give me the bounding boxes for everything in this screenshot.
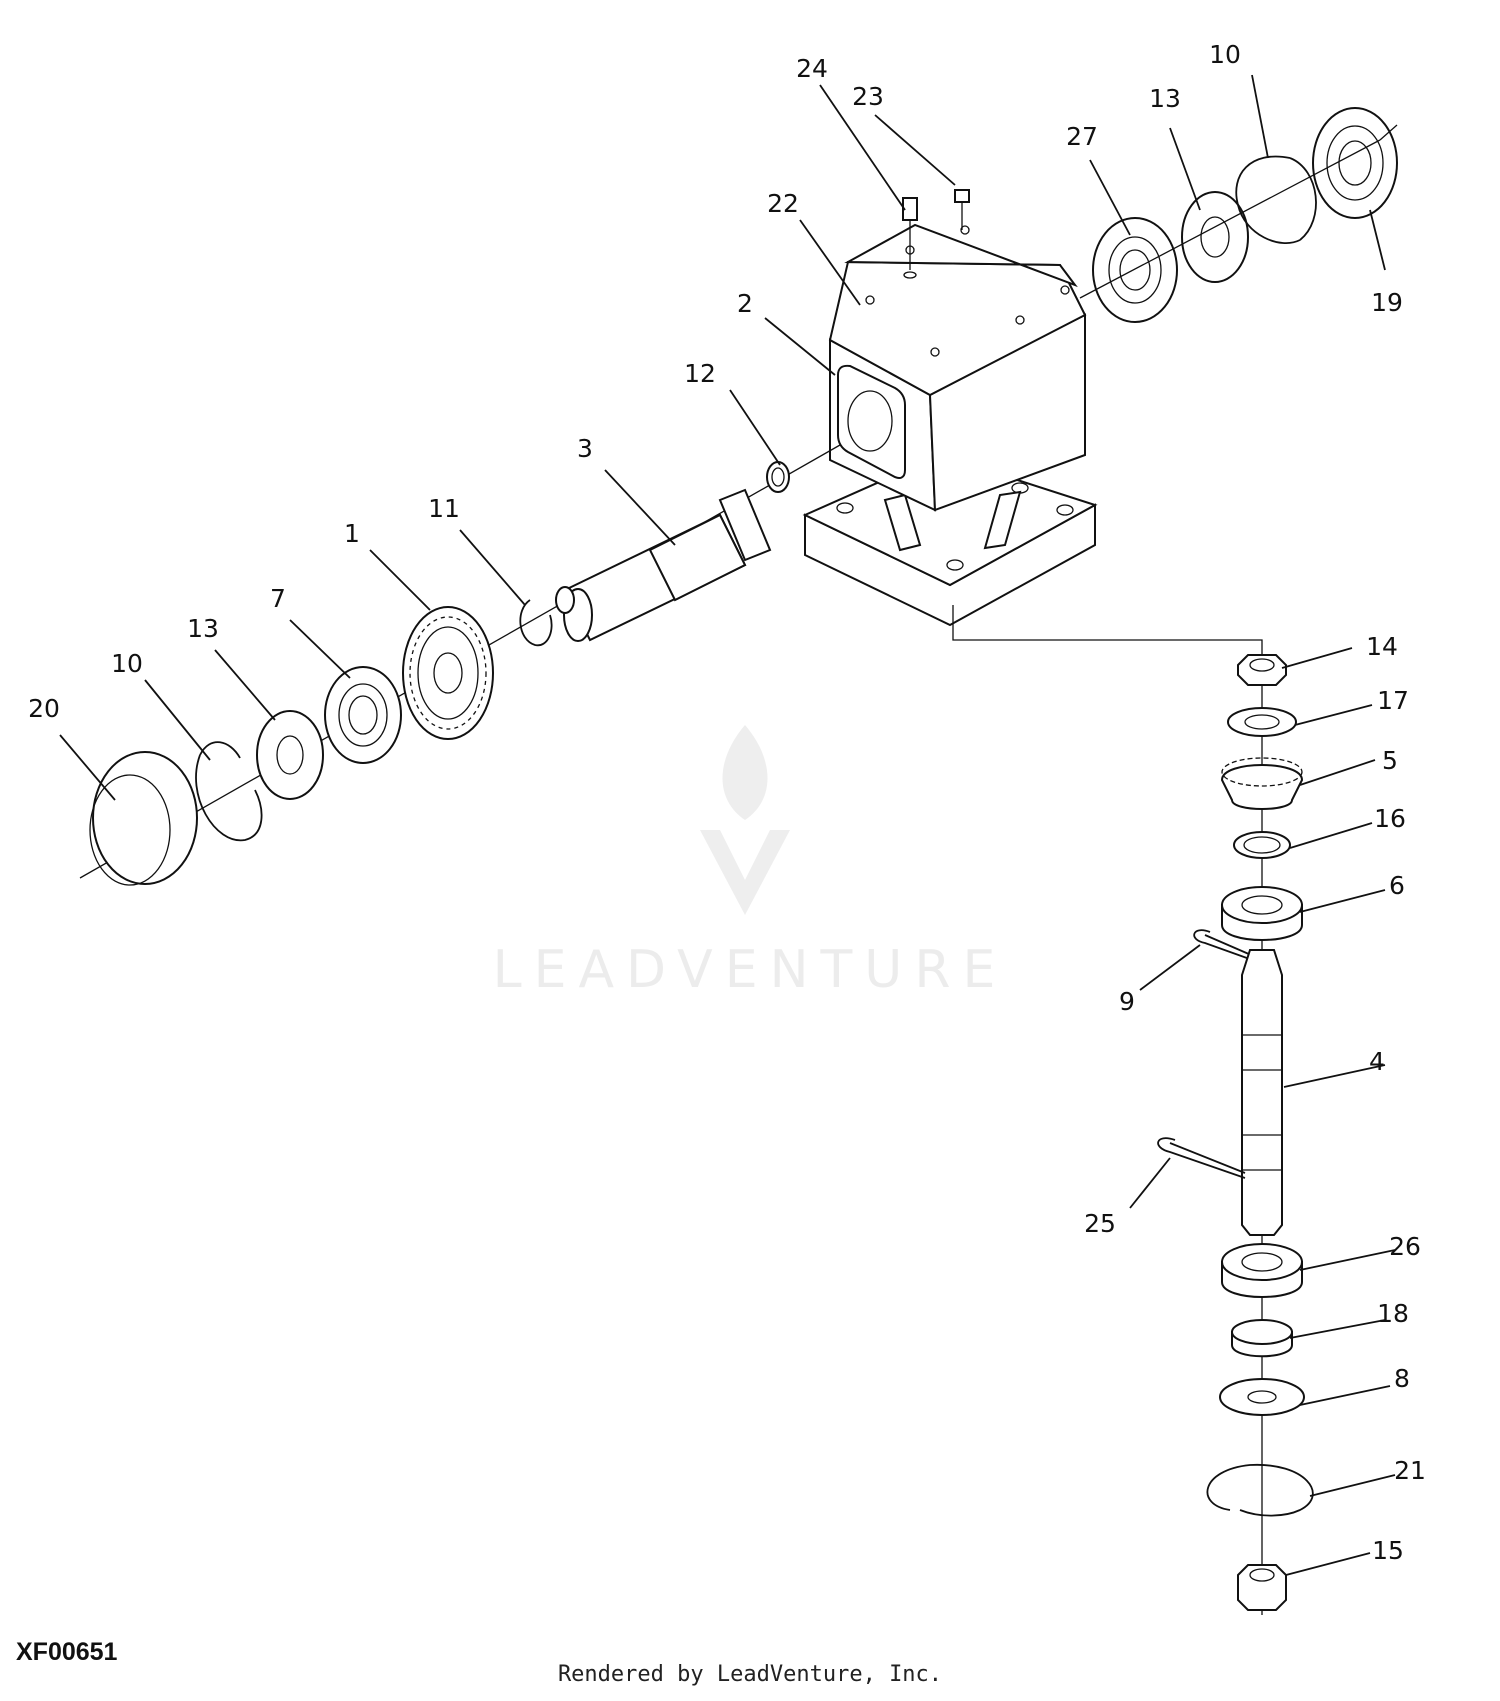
bearing-27 xyxy=(1092,217,1178,323)
nut-15 xyxy=(1237,1564,1287,1611)
callout-26: 26 xyxy=(1389,1232,1421,1261)
callout-5: 5 xyxy=(1382,746,1398,775)
callout-labels: 24 23 22 2 27 13 10 19 12 3 11 1 7 13 10… xyxy=(28,40,1426,1565)
callout-24: 24 xyxy=(796,54,828,83)
callout-25: 25 xyxy=(1084,1209,1116,1238)
callout-21: 21 xyxy=(1394,1456,1426,1485)
callout-1: 1 xyxy=(344,519,360,548)
snap-ring-11 xyxy=(519,599,553,647)
retaining-ring-21 xyxy=(1206,1464,1314,1517)
shaft-3 xyxy=(555,488,772,642)
cotter-pin-25 xyxy=(1157,1137,1246,1179)
connector-line xyxy=(952,605,1263,665)
watermark-text: LEADVENTURE xyxy=(492,940,1008,1000)
callout-16: 16 xyxy=(1374,804,1406,833)
gearbox-housing xyxy=(802,223,1098,627)
breather-fitting xyxy=(902,197,918,279)
bevel-pinion-5 xyxy=(1220,757,1304,810)
bearing-6 xyxy=(1221,886,1303,941)
collar-18 xyxy=(1231,1319,1293,1358)
plug-bolt xyxy=(954,189,970,230)
watermark-logo xyxy=(700,725,790,915)
bearing-26 xyxy=(1221,1243,1303,1298)
callout-3: 3 xyxy=(577,434,593,463)
callout-10-right: 10 xyxy=(1209,40,1241,69)
bevel-gear-1 xyxy=(402,606,494,740)
shim-13-right xyxy=(1181,191,1249,283)
credit-line: Rendered by LeadVenture, Inc. xyxy=(557,1662,943,1687)
figure-code: XF00651 xyxy=(16,1638,118,1666)
bearing-19 xyxy=(1312,107,1398,219)
axis-line-right-end xyxy=(1379,124,1398,141)
callout-17: 17 xyxy=(1377,686,1409,715)
snap-ring-10-left xyxy=(195,741,263,842)
cap-20 xyxy=(89,751,198,886)
callout-18: 18 xyxy=(1377,1299,1409,1328)
callout-27: 27 xyxy=(1066,122,1098,151)
callout-2: 2 xyxy=(737,289,753,318)
snap-ring-10-right xyxy=(1235,155,1317,244)
washer-8 xyxy=(1219,1378,1305,1416)
callout-20: 20 xyxy=(28,694,60,723)
callout-19: 19 xyxy=(1371,288,1403,317)
spacer-16 xyxy=(1233,831,1291,859)
nut-14 xyxy=(1237,654,1287,686)
callout-4: 4 xyxy=(1369,1047,1385,1076)
callout-15: 15 xyxy=(1372,1536,1404,1565)
callout-13-left: 13 xyxy=(187,614,219,643)
callout-8: 8 xyxy=(1394,1364,1410,1393)
callout-6: 6 xyxy=(1389,871,1405,900)
callout-11: 11 xyxy=(428,494,460,523)
shaft-4 xyxy=(1241,949,1283,1236)
callout-23: 23 xyxy=(852,82,884,111)
snap-ring-12 xyxy=(766,461,790,493)
callout-12: 12 xyxy=(684,359,716,388)
callout-13-right: 13 xyxy=(1149,84,1181,113)
callout-14: 14 xyxy=(1366,632,1398,661)
shim-13-left xyxy=(256,710,324,800)
callout-7: 7 xyxy=(270,584,286,613)
leader-lines xyxy=(59,74,1396,1576)
bearing-7 xyxy=(324,666,402,764)
washer-17 xyxy=(1227,707,1297,737)
callout-22: 22 xyxy=(767,189,799,218)
callout-9: 9 xyxy=(1119,987,1135,1016)
callout-10-left: 10 xyxy=(111,649,143,678)
axis-line-right xyxy=(1079,139,1381,299)
